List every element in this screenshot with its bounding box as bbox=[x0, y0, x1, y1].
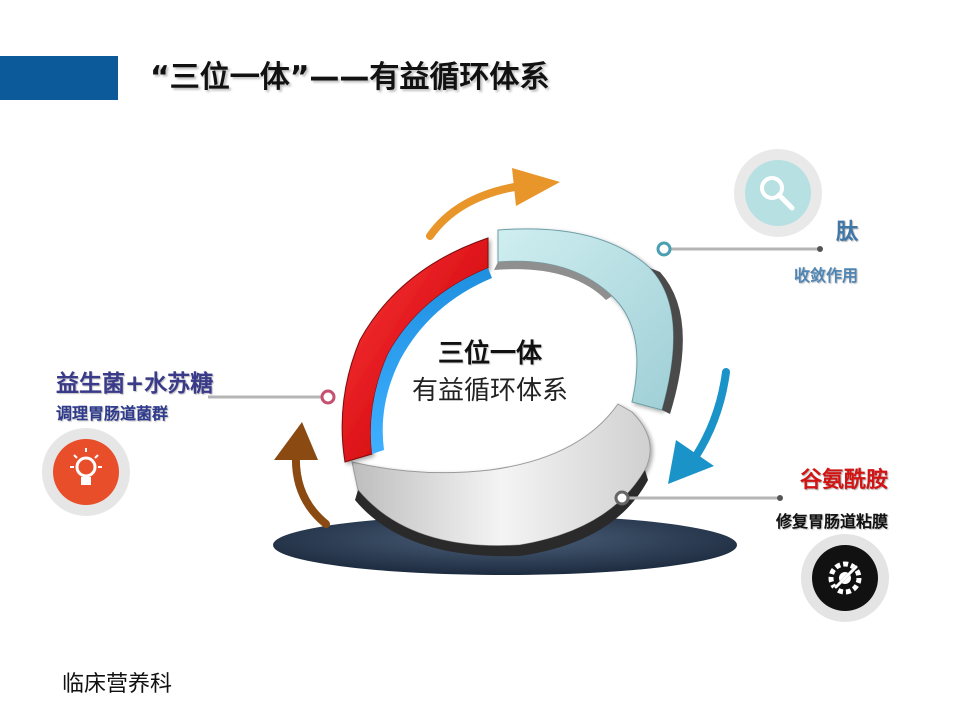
connector-glutamine-node bbox=[614, 490, 630, 506]
node-peptide-description: 收敛作用 bbox=[793, 266, 858, 285]
ring-segment-teal-side bbox=[494, 261, 612, 300]
ring-inner-blue bbox=[370, 268, 492, 454]
arrow-orange bbox=[426, 182, 524, 240]
node-glutamine-description: 修复胃肠道粘膜 bbox=[775, 512, 888, 531]
node-glutamine-label: 谷氨酰胺 bbox=[799, 468, 888, 493]
ring-segment-grey bbox=[351, 403, 651, 547]
node-probiotic-description: 调理胃肠道菌群 bbox=[56, 404, 169, 423]
node-peptide-label: 肽 bbox=[835, 220, 858, 245]
ring-segment-grey-edge bbox=[355, 470, 648, 557]
header-accent-bar bbox=[0, 56, 118, 100]
connector-glutamine-end bbox=[777, 495, 783, 501]
arrow-brown bbox=[291, 450, 330, 528]
arrow-blue-head bbox=[668, 440, 714, 484]
ring-segment-teal-edge bbox=[650, 268, 683, 414]
slide-title: “三位一体”——有益循环体系 bbox=[150, 60, 550, 95]
gear-wrench-icon bbox=[801, 534, 889, 622]
connector-probiotic-node bbox=[320, 389, 336, 405]
magnifier-icon bbox=[734, 149, 822, 237]
department-footer: 临床营养科 bbox=[62, 672, 173, 697]
center-subtitle: 有益循环体系 bbox=[411, 376, 568, 406]
node-probiotic-label: 益生菌+水苏糖 bbox=[56, 371, 214, 397]
connector-peptide-end bbox=[817, 246, 823, 252]
center-title: 三位一体 bbox=[437, 339, 542, 369]
arrow-orange-head bbox=[512, 168, 560, 206]
arrow-brown-head bbox=[274, 422, 318, 460]
connector-peptide-node bbox=[656, 241, 672, 257]
lightbulb-icon bbox=[42, 428, 130, 516]
arrow-blue bbox=[692, 368, 730, 460]
